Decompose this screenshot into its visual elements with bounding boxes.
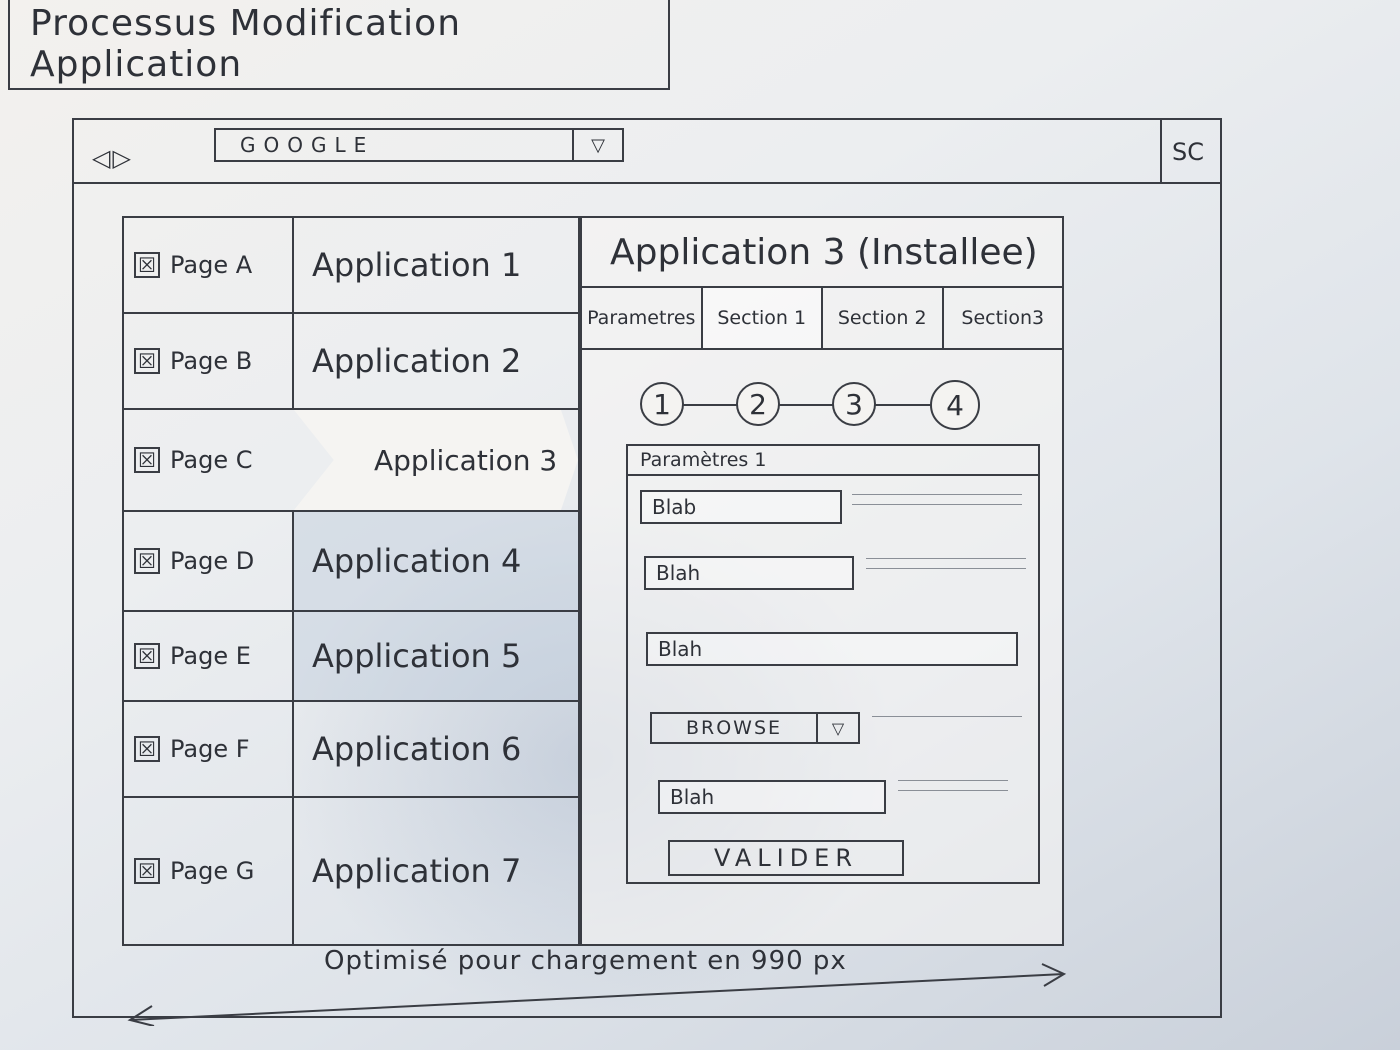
page-cell: ☒ Page E xyxy=(124,612,294,700)
page-cell: ☒ Page A xyxy=(124,218,294,312)
section-tabs: Parametres Section 1 Section 2 Section3 xyxy=(582,288,1062,350)
page-checkbox[interactable]: ☒ xyxy=(134,548,160,574)
application-label[interactable]: Application 2 xyxy=(312,342,522,380)
page-label: Page E xyxy=(170,642,251,670)
address-text: GOOGLE xyxy=(240,133,375,157)
text-field-1[interactable]: Blab xyxy=(640,490,842,524)
application-list: ☒ Page A Application 1 ☒ Page B Applicat… xyxy=(122,216,580,946)
tab-parametres[interactable]: Parametres xyxy=(582,288,703,348)
width-arrow-icon xyxy=(127,963,1067,1026)
text-field-4[interactable]: Blah xyxy=(658,780,886,814)
application-label[interactable]: Application 1 xyxy=(312,246,522,284)
text-field-3[interactable]: Blah xyxy=(646,632,1018,666)
address-bar[interactable]: GOOGLE ▽ xyxy=(214,128,624,162)
parameters-form: Paramètres 1 Blab Blah Blah BROWSE ▽ Bla… xyxy=(626,444,1040,884)
address-dropdown-icon[interactable]: ▽ xyxy=(572,130,622,160)
sketch-title: Processus Modification Application xyxy=(8,0,670,90)
page-cell: ☒ Page B xyxy=(124,314,294,408)
application-detail-panel: Application 3 (Installee) Parametres Sec… xyxy=(580,216,1064,946)
page-checkbox[interactable]: ☒ xyxy=(134,447,160,473)
tab-section-2[interactable]: Section 2 xyxy=(823,288,944,348)
application-label[interactable]: Application 5 xyxy=(294,612,578,700)
page-checkbox[interactable]: ☒ xyxy=(134,643,160,669)
browse-hint xyxy=(872,716,1022,726)
step-indicator: 1 2 3 4 xyxy=(640,380,980,430)
application-label-selected[interactable]: Application 3 xyxy=(294,410,578,510)
step-4[interactable]: 4 xyxy=(930,380,980,430)
back-forward-icon[interactable]: ◁▷ xyxy=(92,144,133,172)
footer-note: Optimisé pour chargement en 990 px xyxy=(324,946,847,976)
browse-select[interactable]: BROWSE ▽ xyxy=(650,712,860,744)
corner-label[interactable]: SC xyxy=(1172,138,1204,166)
tab-section-1[interactable]: Section 1 xyxy=(702,288,823,348)
browse-label: BROWSE xyxy=(685,717,783,739)
validate-button[interactable]: VALIDER xyxy=(668,840,904,876)
list-row-page-a[interactable]: ☒ Page A Application 1 xyxy=(124,218,578,314)
application-label[interactable]: Application 7 xyxy=(312,852,522,890)
page-label: Page C xyxy=(170,446,253,474)
field-hint-1 xyxy=(852,494,1022,514)
list-row-page-b[interactable]: ☒ Page B Application 2 xyxy=(124,314,578,410)
field-hint-2 xyxy=(866,558,1026,578)
chevron-down-icon[interactable]: ▽ xyxy=(816,714,858,742)
step-1[interactable]: 1 xyxy=(640,382,684,426)
page-checkbox[interactable]: ☒ xyxy=(134,858,160,884)
page-label: Page F xyxy=(170,735,250,763)
field-hint-4 xyxy=(898,780,1008,800)
application-label[interactable]: Application 4 xyxy=(294,512,578,610)
form-header: Paramètres 1 xyxy=(628,446,1038,476)
application-label[interactable]: Application 6 xyxy=(312,730,522,768)
list-row-page-d[interactable]: ☒ Page D Application 4 xyxy=(124,512,578,612)
corner-divider xyxy=(1160,120,1162,182)
page-label: Page A xyxy=(170,251,253,279)
page-label: Page D xyxy=(170,547,255,575)
list-row-page-c-selected[interactable]: ☒ Page C Application 3 xyxy=(124,410,578,512)
browser-toolbar-divider xyxy=(74,182,1220,184)
step-3[interactable]: 3 xyxy=(832,382,876,426)
page-cell: ☒ Page D xyxy=(124,512,294,610)
step-2[interactable]: 2 xyxy=(736,382,780,426)
page-label: Page B xyxy=(170,347,253,375)
page-cell: ☒ Page G xyxy=(124,798,294,944)
page-checkbox[interactable]: ☒ xyxy=(134,736,160,762)
browser-window: ◁▷ GOOGLE ▽ SC ☒ Page A Application 1 ☒ … xyxy=(72,118,1222,1026)
tab-section-3[interactable]: Section3 xyxy=(961,307,1045,329)
text-field-2[interactable]: Blah xyxy=(644,556,854,590)
page-checkbox[interactable]: ☒ xyxy=(134,348,160,374)
detail-title: Application 3 (Installee) xyxy=(582,218,1062,288)
list-row-page-f[interactable]: ☒ Page F Application 6 xyxy=(124,702,578,798)
list-row-page-g[interactable]: ☒ Page G Application 7 xyxy=(124,798,578,944)
list-row-page-e[interactable]: ☒ Page E Application 5 xyxy=(124,612,578,702)
page-cell: ☒ Page C xyxy=(124,410,294,510)
page-cell: ☒ Page F xyxy=(124,702,294,796)
page-checkbox[interactable]: ☒ xyxy=(134,252,160,278)
step-connector xyxy=(664,404,956,406)
page-label: Page G xyxy=(170,857,255,885)
